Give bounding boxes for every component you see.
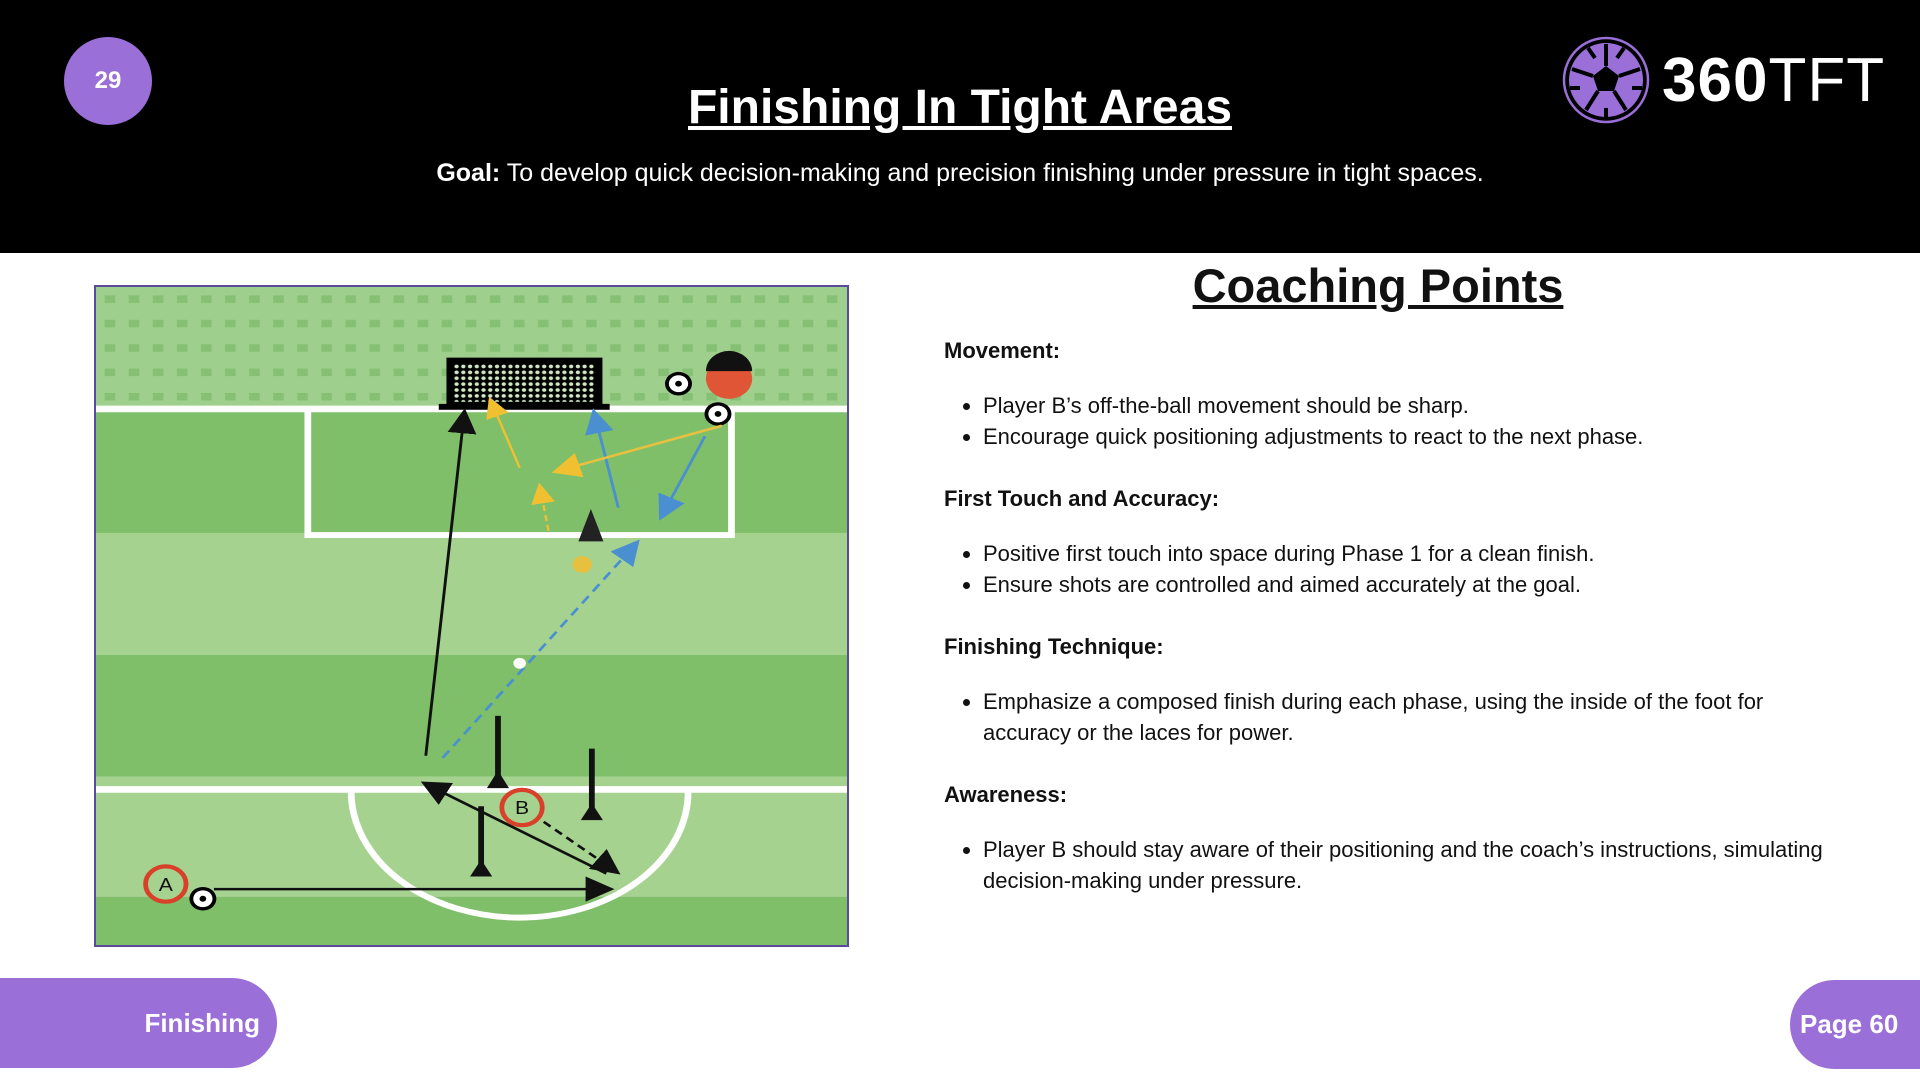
section-heading: First Touch and Accuracy: bbox=[944, 486, 1220, 511]
yellow-dashed-arrow bbox=[531, 482, 555, 532]
page-title: Finishing In Tight Areas bbox=[687, 81, 1233, 134]
logo-wordmark: 360TFT bbox=[1662, 45, 1885, 116]
section-heading: Finishing Technique: bbox=[944, 634, 1164, 659]
pitch-band bbox=[96, 654, 847, 777]
list-item: Ensure shots are controlled and aimed ac… bbox=[983, 569, 1824, 600]
pitch-band bbox=[96, 896, 847, 945]
pitch-band bbox=[96, 776, 847, 897]
brand-logo: 360TFT bbox=[1562, 36, 1885, 124]
player-a-marker: A bbox=[143, 864, 189, 904]
goal-base bbox=[438, 403, 610, 410]
coach-marker-cap bbox=[705, 350, 753, 372]
goal-description: To develop quick decision-making and pre… bbox=[500, 159, 1484, 187]
section-heading: Awareness: bbox=[944, 782, 1068, 807]
session-number-badge: 29 bbox=[64, 37, 152, 125]
goal-label: Goal: bbox=[436, 159, 501, 187]
drill-diagram: A B bbox=[94, 285, 849, 947]
ball-marker bbox=[513, 657, 526, 669]
soccer-ball-icon bbox=[1562, 36, 1650, 124]
cone-icon bbox=[578, 508, 604, 542]
bullet-list: Player B should stay aware of their posi… bbox=[944, 834, 1824, 896]
pass-dashed-arrow bbox=[441, 539, 640, 759]
list-item: Player B’s off-the-ball movement should … bbox=[983, 390, 1824, 421]
penalty-arc bbox=[347, 791, 692, 921]
shot-arrow bbox=[424, 408, 477, 756]
list-item: Encourage quick positioning adjustments … bbox=[983, 421, 1824, 452]
category-tag: Finishing bbox=[0, 978, 277, 1068]
bullet-list: Player B’s off-the-ball movement should … bbox=[944, 390, 1824, 452]
run-arrow bbox=[420, 781, 608, 875]
pole-icon bbox=[486, 715, 510, 789]
coaching-points: Movement: Player B’s off-the-ball moveme… bbox=[944, 335, 1824, 927]
soccer-ball-icon bbox=[665, 371, 692, 396]
soccer-ball-icon bbox=[704, 402, 732, 426]
list-item: Positive first touch into space during P… bbox=[983, 538, 1824, 569]
blue-run-arrow bbox=[585, 408, 620, 509]
run-dashed-arrow bbox=[542, 820, 621, 875]
yellow-pass-arrow bbox=[551, 424, 723, 478]
goal-net bbox=[446, 357, 603, 408]
pole-icon bbox=[580, 748, 603, 821]
logo-wordmark-light: TFT bbox=[1768, 45, 1886, 115]
section-heading: Movement: bbox=[944, 338, 1061, 363]
page-number: Page 60 bbox=[1790, 980, 1920, 1069]
bullet-list: Positive first touch into space during P… bbox=[944, 538, 1824, 600]
logo-wordmark-bold: 360 bbox=[1662, 45, 1769, 115]
list-item: Emphasize a composed finish during each … bbox=[983, 686, 1824, 748]
soccer-ball-icon bbox=[189, 886, 217, 911]
yellow-marker bbox=[572, 556, 592, 573]
bullet-list: Emphasize a composed finish during each … bbox=[944, 686, 1824, 748]
goal-text: Goal: To develop quick decision-making a… bbox=[0, 159, 1920, 188]
player-b-label: B bbox=[515, 798, 529, 818]
list-item: Player B should stay aware of their posi… bbox=[983, 834, 1824, 896]
coaching-points-title: Coaching Points bbox=[1192, 259, 1564, 312]
pitch-band bbox=[96, 532, 847, 655]
header: 29 Finishing In Tight Areas Goal: To dev… bbox=[0, 0, 1920, 253]
pitch-svg: A B bbox=[96, 287, 847, 945]
blue-run-arrow bbox=[658, 435, 707, 521]
yellow-shot-arrow bbox=[486, 396, 521, 469]
pole-icon bbox=[470, 806, 493, 877]
player-b-marker: B bbox=[499, 787, 545, 828]
player-a-label: A bbox=[159, 875, 174, 895]
